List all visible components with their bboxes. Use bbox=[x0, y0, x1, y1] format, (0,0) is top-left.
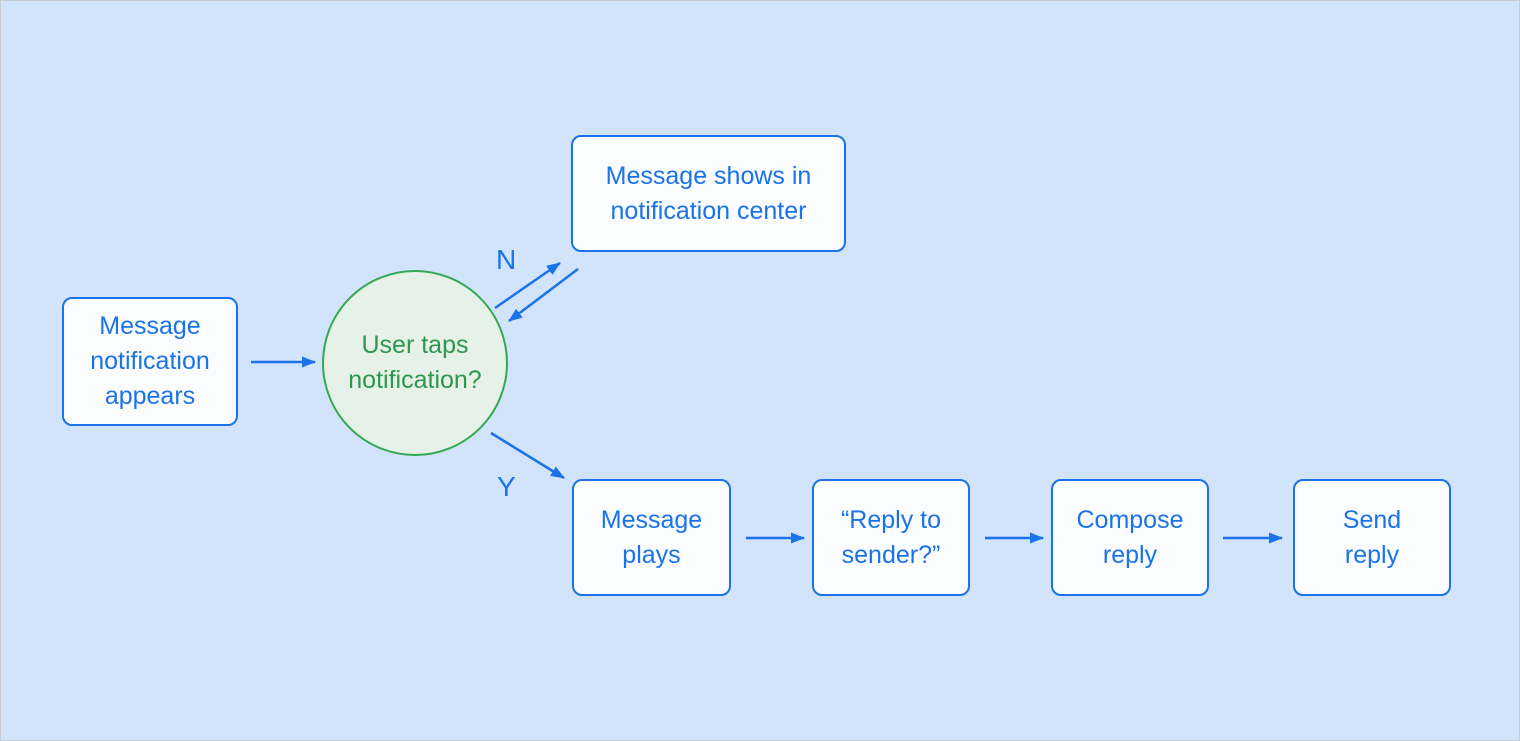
node-label: “Reply to sender?” bbox=[840, 505, 942, 569]
edge-label-no: N bbox=[496, 244, 517, 275]
node-message-shows-in-notification-center[interactable]: Message shows in notification center bbox=[571, 135, 846, 252]
node-message-notification-appears[interactable]: Message notification appears bbox=[62, 297, 238, 426]
node-label: Message shows in notification center bbox=[605, 161, 812, 225]
node-reply-to-sender[interactable]: “Reply to sender?” bbox=[812, 479, 970, 596]
edge-decision-to-no-outcome[interactable] bbox=[494, 261, 561, 310]
node-label: Message plays bbox=[600, 505, 703, 569]
node-send-reply[interactable]: Send reply bbox=[1293, 479, 1451, 596]
node-label: Send reply bbox=[1342, 505, 1402, 569]
node-label: User taps notification? bbox=[348, 331, 482, 394]
node-label: Compose reply bbox=[1076, 505, 1184, 569]
node-label: Message notification appears bbox=[90, 312, 210, 410]
node-user-taps-notification-decision[interactable]: User taps notification? bbox=[322, 270, 508, 456]
node-message-plays[interactable]: Message plays bbox=[572, 479, 731, 596]
edge-label-yes: Y bbox=[497, 471, 516, 502]
edge-decision-to-message-plays[interactable] bbox=[490, 431, 565, 480]
edge-no-outcome-to-decision[interactable] bbox=[508, 268, 579, 322]
node-compose-reply[interactable]: Compose reply bbox=[1051, 479, 1209, 596]
